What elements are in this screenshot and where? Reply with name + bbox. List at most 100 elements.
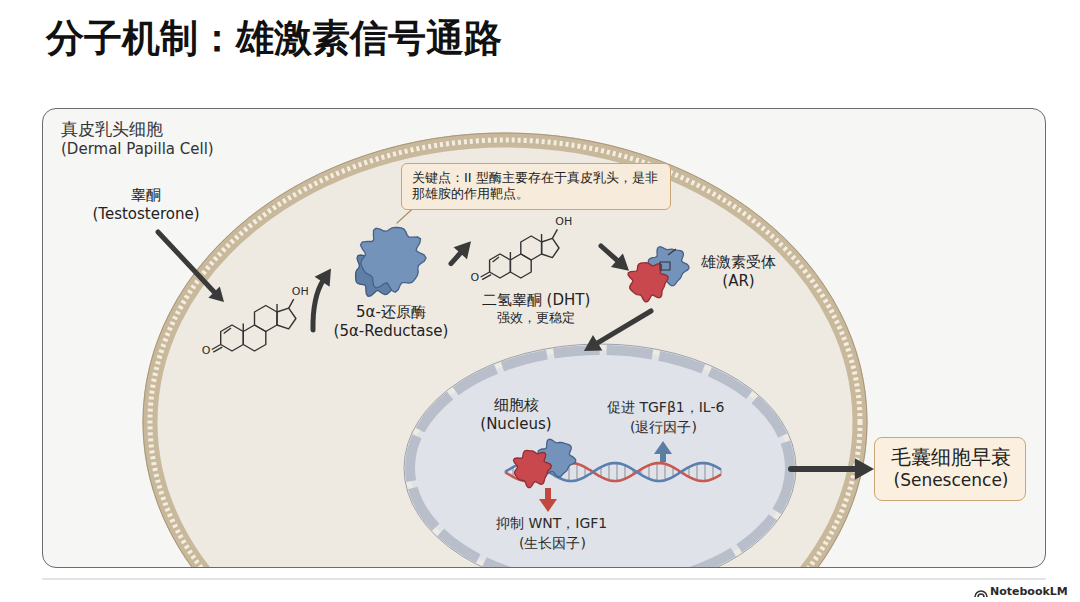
connector-line — [451, 251, 462, 264]
text-group: 5α-还原酶(5α-Reductase) — [331, 303, 451, 341]
bond — [541, 234, 542, 242]
node-sublabel: (5α-Reductase) — [331, 322, 451, 341]
base-pair — [649, 465, 650, 479]
steroid-ring — [490, 254, 511, 278]
atom-label: O — [202, 344, 211, 357]
node-sublabel: (Dermal Papilla Cell) — [61, 140, 301, 159]
factor-note: (退行因子) — [630, 419, 697, 436]
steroid-molecule — [481, 229, 559, 279]
bond — [493, 257, 499, 262]
connector-line — [313, 279, 324, 330]
steroid-molecule — [212, 299, 296, 352]
bond — [276, 304, 277, 312]
connector — [313, 269, 331, 331]
node-label: 毛囊细胞早衰 — [875, 445, 1027, 470]
node-label: 睾酮 — [76, 186, 216, 205]
generated-illustration — [212, 227, 721, 487]
steroid-ring — [277, 308, 296, 329]
outcome-box: 毛囊细胞早衰(Senescence) — [874, 437, 1026, 501]
connector — [601, 246, 629, 271]
connector-line — [397, 210, 412, 224]
bond — [482, 275, 491, 280]
text-group: 真皮乳头细胞(Dermal Papilla Cell) — [61, 119, 301, 159]
nucleus-envelope — [410, 350, 790, 568]
base-pair — [609, 464, 610, 480]
bond — [552, 229, 557, 238]
callout-box: 关键点：II 型酶主要存在于真皮乳头，是非那雄胺的作用靶点。 — [401, 163, 671, 210]
enzyme-blob — [361, 227, 427, 292]
base-pair — [577, 464, 578, 480]
atom-label: O — [471, 271, 480, 284]
node-label: 关键点：II 型酶主要存在于真皮乳头，是非那雄胺的作用靶点。 — [412, 170, 662, 203]
connector-line — [791, 466, 858, 472]
node-sublabel: (Testosterone) — [76, 205, 216, 224]
base-pair — [617, 463, 618, 481]
text-group: 雄激素受体(AR) — [696, 253, 781, 291]
atom-label: OH — [292, 285, 309, 298]
node-label: 雄激素受体 — [696, 253, 781, 272]
node-label: 5α-还原酶 — [331, 303, 451, 322]
text-group: 关键点：II 型酶主要存在于真皮乳头，是非那雄胺的作用靶点。 — [412, 170, 662, 203]
base-pair — [665, 464, 666, 480]
base-pair — [721, 470, 722, 475]
base-pair — [697, 464, 698, 480]
steroid-ring — [542, 238, 559, 257]
cell-panel: 真皮乳头细胞(Dermal Papilla Cell) 睾酮(Testostero… — [42, 108, 1046, 568]
receptor-blob — [628, 263, 668, 303]
nucleus-edge — [404, 344, 796, 568]
connector-line — [601, 246, 619, 262]
text-group: 毛囊细胞早衰(Senescence) — [875, 445, 1027, 491]
membrane-edge — [143, 133, 867, 568]
bond — [213, 347, 222, 352]
bond — [243, 324, 244, 332]
node-sublabel: 强效，更稳定 — [471, 310, 601, 326]
input-arrowhead — [208, 286, 224, 302]
factor-label: 促进 TGFβ1，IL-6 — [607, 399, 724, 416]
up-arrowhead — [654, 441, 672, 454]
bond — [224, 328, 231, 334]
base-pair — [625, 465, 626, 479]
cell-group — [143, 133, 867, 568]
node-label: 二氢睾酮 (DHT) — [471, 291, 601, 310]
factor-label: 抑制 WNT，IGF1 — [496, 515, 607, 532]
ligand-mark — [660, 249, 676, 270]
connector — [451, 241, 471, 263]
node-label: 细胞核 — [466, 396, 566, 415]
logo-icon — [975, 591, 987, 597]
watermark: NotebookLM — [990, 585, 1068, 598]
enzyme-node: 5α-还原酶(5α-Reductase) — [331, 223, 451, 346]
steroid-ring — [221, 325, 244, 351]
connector — [397, 210, 412, 224]
input-arrow — [158, 232, 216, 294]
receptor-node: 雄激素受体(AR) — [629, 239, 781, 311]
molecule-node: 二氢睾酮 (DHT)强效，更稳定 — [471, 213, 601, 331]
base-pair — [657, 463, 658, 481]
down-arrowhead — [539, 499, 557, 512]
slide-title: 分子机制：雄激素信号通路 — [46, 16, 502, 62]
steroid-ring — [255, 306, 278, 332]
molecule-node: 睾酮(Testosterone) — [76, 186, 313, 366]
connector — [584, 311, 651, 351]
atom-label: OH — [555, 215, 572, 228]
bond — [289, 299, 294, 308]
nucleus-node: 细胞核(Nucleus) — [411, 351, 791, 587]
cell-membrane — [150, 140, 860, 568]
node-sublabel: (AR) — [696, 272, 781, 291]
node-label: 真皮乳头细胞 — [61, 119, 301, 140]
membrane-bilayer — [150, 140, 860, 568]
factor-note: (生长因子) — [519, 535, 586, 552]
base-pair — [705, 463, 706, 481]
text-group: 细胞核(Nucleus) — [466, 396, 566, 434]
text-group: 二氢睾酮 (DHT)强效，更稳定 — [471, 291, 601, 326]
connector-line — [595, 311, 651, 344]
receptor-blob — [514, 450, 552, 487]
connector — [791, 458, 874, 480]
text-group: 睾酮(Testosterone) — [76, 186, 216, 224]
base-pair — [713, 465, 714, 479]
node-sublabel: (Senescence) — [875, 470, 1027, 491]
bond — [510, 252, 511, 260]
steroid-ring — [521, 236, 542, 260]
footer-rule — [42, 579, 1046, 580]
node-sublabel: (Nucleus) — [466, 415, 566, 434]
